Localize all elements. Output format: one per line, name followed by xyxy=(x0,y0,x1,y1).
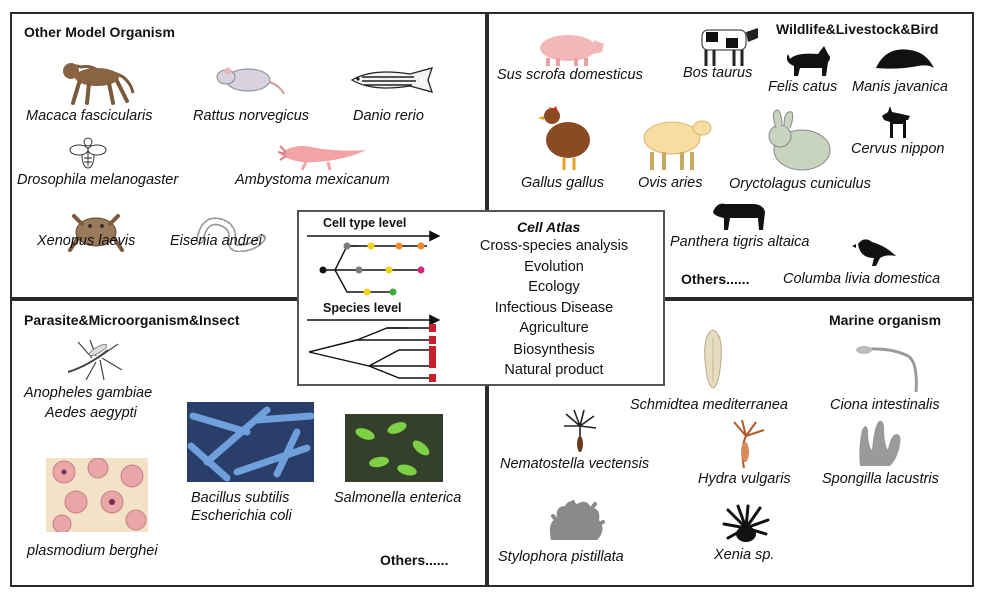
stylophora-image xyxy=(549,500,605,540)
topic-evolution: Evolution xyxy=(524,259,584,275)
node-branch xyxy=(343,242,351,250)
node-y1 xyxy=(367,242,375,250)
label-bos-taurus: Bos taurus xyxy=(683,65,753,81)
topic-biosynthesis: Biosynthesis xyxy=(513,342,595,358)
earthworm-image xyxy=(196,217,266,252)
label-anopheles-gambiae: Anopheles gambiae xyxy=(24,385,153,401)
topic-natural-product: Natural product xyxy=(504,362,604,378)
label-salmonella-enterica: Salmonella enterica xyxy=(334,490,462,506)
pig-image xyxy=(540,35,604,66)
fruitfly-image xyxy=(69,137,107,169)
node-m1 xyxy=(417,266,425,274)
rat-image xyxy=(216,67,285,95)
plasmodium-image xyxy=(46,458,148,532)
label-drosophila-melanogaster: Drosophila melanogaster xyxy=(17,172,179,188)
topic-cross-species: Cross-species analysis xyxy=(479,238,629,254)
celltype-tree-diagram xyxy=(307,230,441,296)
label-escherichia-coli: Escherichia coli xyxy=(191,508,292,524)
xenia-image xyxy=(722,504,770,542)
label-rattus-norvegicus: Rattus norvegicus xyxy=(193,108,310,124)
label-sus-scrofa-domesticus: Sus scrofa domesticus xyxy=(497,67,643,83)
spongilla-image xyxy=(859,420,901,466)
panel-title-model: Other Model Organism xyxy=(24,24,175,40)
nematostella-image xyxy=(564,409,597,452)
label-xenia-sp: Xenia sp. xyxy=(714,547,775,563)
pangolin-image xyxy=(876,49,934,69)
salmonella-image xyxy=(345,414,443,482)
topic-agriculture: Agriculture xyxy=(519,320,589,336)
cell-atlas-title: Cell Atlas xyxy=(517,219,581,235)
sheep-image xyxy=(643,120,712,170)
planarian-image xyxy=(704,329,722,389)
cell-atlas-box xyxy=(297,210,665,386)
chicken-image xyxy=(538,106,590,170)
label-ciona-intestinalis: Ciona intestinalis xyxy=(830,397,940,413)
label-stylophora-pistillata: Stylophora pistillata xyxy=(498,549,624,565)
macaque-image xyxy=(63,63,135,105)
label-felis-catus: Felis catus xyxy=(768,79,838,95)
node-y3 xyxy=(363,288,371,296)
ciona-image xyxy=(856,346,918,393)
label-danio-rerio: Danio rerio xyxy=(353,108,424,124)
label-nematostella-vectensis: Nematostella vectensis xyxy=(500,456,650,472)
panel-title-parasite: Parasite&Microorganism&Insect xyxy=(24,312,240,328)
label-oryctolagus-cuniculus: Oryctolagus cuniculus xyxy=(729,176,871,192)
species-tree-diagram xyxy=(307,314,441,382)
deer-image xyxy=(882,106,910,138)
label-eisenia-andrei: Eisenia andrei xyxy=(170,233,262,249)
label-schmidtea-mediterranea: Schmidtea mediterranea xyxy=(630,397,788,413)
xenopus-image xyxy=(68,214,124,252)
wildlife-others: Others...... xyxy=(681,271,750,287)
cat-image xyxy=(786,46,830,76)
bacillus-image xyxy=(187,402,314,482)
panel-title-wildlife: Wildlife&Livestock&Bird xyxy=(776,21,939,37)
node-o2 xyxy=(417,242,425,250)
mosquito-image xyxy=(67,339,123,381)
tiger-image xyxy=(713,203,765,230)
label-ovis-aries: Ovis aries xyxy=(638,175,703,191)
label-macaca-fascicularis: Macaca fascicularis xyxy=(26,108,153,124)
node-o1 xyxy=(395,242,403,250)
label-plasmodium-berghei: plasmodium berghei xyxy=(27,543,158,559)
parasite-others: Others...... xyxy=(380,552,449,568)
pigeon-image xyxy=(852,239,896,266)
label-aedes-aegypti: Aedes aegypti xyxy=(45,405,137,421)
label-manis-javanica: Manis javanica xyxy=(852,79,948,95)
zebrafish-image xyxy=(350,67,434,93)
label-columba-livia-domestica: Columba livia domestica xyxy=(783,271,941,287)
label-hydra-vulgaris: Hydra vulgaris xyxy=(698,471,791,487)
label-spongilla-lacustris: Spongilla lacustris xyxy=(822,471,939,487)
label-bacillus-subtilis: Bacillus subtilis xyxy=(191,490,290,506)
axolotl-image xyxy=(277,145,366,171)
species-level-label: Species level xyxy=(323,301,402,315)
node-gr1 xyxy=(389,288,397,296)
label-cervus-nippon: Cervus nippon xyxy=(851,141,945,157)
label-gallus-gallus: Gallus gallus xyxy=(521,175,605,191)
node-y2 xyxy=(385,266,393,274)
panel-title-marine: Marine organism xyxy=(829,312,942,328)
hydra-image xyxy=(733,419,765,469)
label-ambystoma-mexicanum: Ambystoma mexicanum xyxy=(235,172,390,188)
node-g1 xyxy=(355,266,363,274)
node-root xyxy=(319,266,327,274)
topic-infectious-disease: Infectious Disease xyxy=(494,300,614,316)
cow-image xyxy=(701,28,758,66)
topic-ecology: Ecology xyxy=(528,279,580,295)
label-xenopus-laevis: Xenopus laevis xyxy=(37,233,136,249)
label-panthera-tigris-altaica: Panthera tigris altaica xyxy=(670,234,810,250)
rabbit-image xyxy=(768,109,831,171)
celltype-level-label: Cell type level xyxy=(323,216,407,230)
